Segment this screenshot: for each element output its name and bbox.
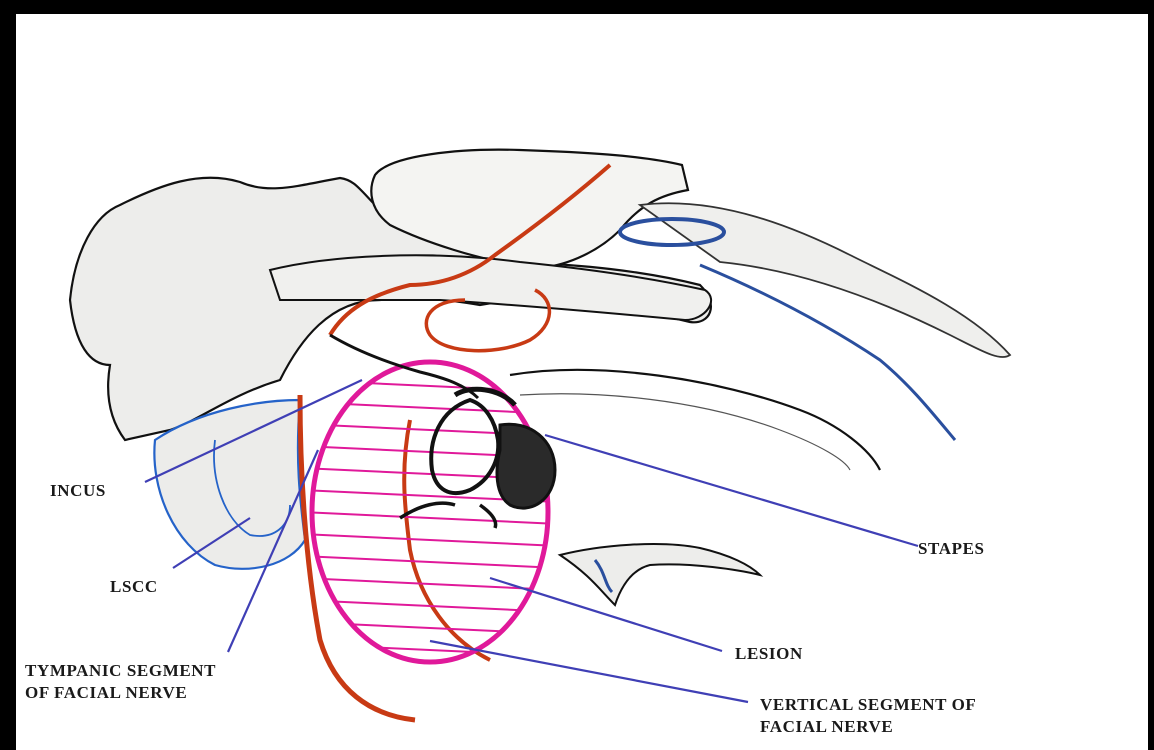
label-stapes: STAPES — [918, 539, 985, 558]
stapes-base-hook — [400, 503, 496, 528]
leader-vertical-segment — [430, 641, 748, 702]
label-tympanic-segment-line1: TYMPANIC SEGMENT — [25, 661, 216, 680]
label-lscc: LSCC — [110, 577, 158, 596]
promontory-inner-curve — [520, 394, 850, 470]
stapes-crura — [431, 400, 498, 493]
posterior-bone-tail — [640, 203, 1010, 357]
promontory-curve — [510, 370, 880, 470]
leader-stapes — [545, 435, 918, 546]
label-vertical-segment-line2: FACIAL NERVE — [760, 717, 893, 736]
label-lesion: LESION — [735, 644, 803, 663]
stapes-footplate — [497, 424, 555, 508]
label-tympanic-segment-line2: OF FACIAL NERVE — [25, 683, 187, 702]
label-incus: INCUS — [50, 481, 106, 500]
lesion-hatching — [300, 380, 560, 656]
label-vertical-segment-line1: VERTICAL SEGMENT OF — [760, 695, 976, 714]
round-window-niche — [560, 544, 760, 605]
